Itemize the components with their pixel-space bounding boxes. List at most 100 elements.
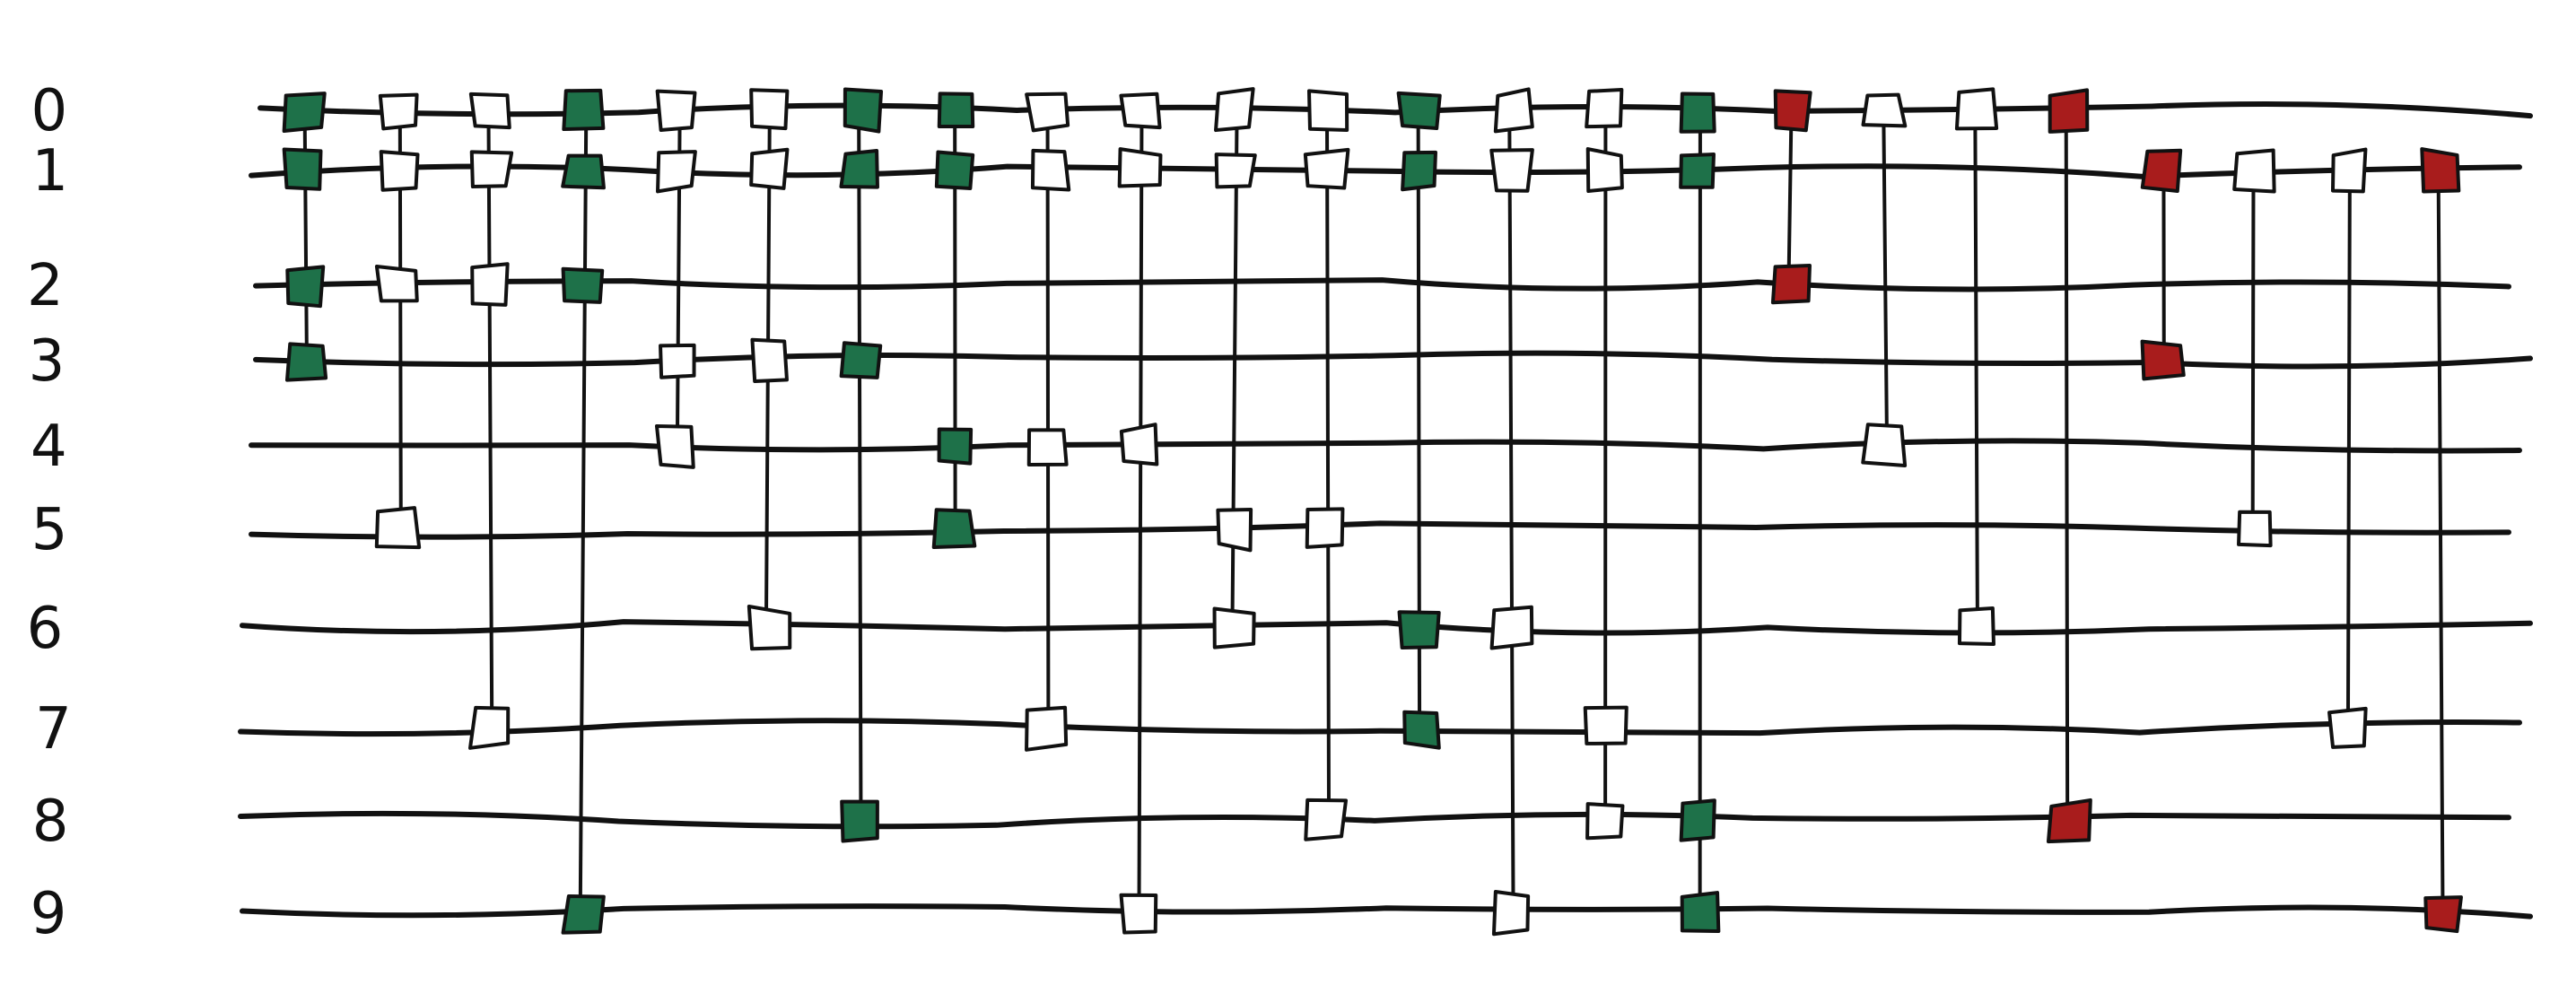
gate-connector-col-22 <box>2345 169 2352 730</box>
gate-white-col-8-q0 <box>1025 92 1070 133</box>
gate-green-col-0-q0 <box>282 92 327 134</box>
gate-green-col-0-q3 <box>284 342 328 382</box>
gate-white-col-9-q4 <box>1119 423 1159 466</box>
gate-connector-col-17 <box>1882 109 1890 448</box>
gate-green-col-6-q8 <box>840 799 879 843</box>
gate-white-col-8-q7 <box>1025 705 1069 752</box>
gate-white-col-14-q0 <box>1585 87 1624 129</box>
gate-connectors <box>302 109 2445 915</box>
gate-white-col-10-q5 <box>1216 507 1253 553</box>
gate-connector-col-19 <box>2064 109 2070 823</box>
gate-green-col-7-q0 <box>937 92 975 129</box>
gate-green-col-15-q8 <box>1679 798 1716 842</box>
gate-connector-col-2 <box>486 109 494 730</box>
gate-white-col-5-q0 <box>749 88 790 131</box>
gate-white-col-11-q1 <box>1303 147 1350 190</box>
gate-connector-col-21 <box>2250 169 2256 531</box>
gate-white-col-1-q2 <box>374 264 419 303</box>
gate-green-col-15-q9 <box>1680 891 1721 934</box>
gate-green-col-12-q6 <box>1397 610 1441 650</box>
wire-label-4: 4 <box>31 414 67 480</box>
gate-white-col-2-q1 <box>469 150 514 189</box>
gate-white-col-4-q1 <box>656 150 697 194</box>
gate-white-col-4-q0 <box>655 89 697 132</box>
gate-green-col-6-q3 <box>839 341 883 379</box>
gate-connector-col-18 <box>1973 109 1979 630</box>
gate-white-col-2-q7 <box>468 705 511 750</box>
wire-label-2: 2 <box>27 253 64 319</box>
gate-white-col-21-q5 <box>2237 510 2273 548</box>
wire-label-9: 9 <box>31 881 67 947</box>
gate-white-col-4-q4 <box>654 423 695 469</box>
wire-label-0: 0 <box>31 78 68 144</box>
gate-white-col-5-q3 <box>750 337 789 383</box>
gate-white-col-11-q5 <box>1305 507 1345 549</box>
wire-label-5: 5 <box>31 497 68 563</box>
gate-red-col-20-q1 <box>2140 148 2183 193</box>
wire-3 <box>253 350 2533 370</box>
gate-white-col-9-q9 <box>1119 893 1158 935</box>
gate-green-col-6-q1 <box>839 148 879 189</box>
gate-green-col-0-q1 <box>282 147 323 191</box>
gate-white-col-10-q1 <box>1214 153 1257 189</box>
gate-white-col-9-q0 <box>1119 92 1162 130</box>
gate-white-col-1-q1 <box>379 150 420 192</box>
gate-white-col-13-q9 <box>1491 890 1531 937</box>
wire-7 <box>238 718 2522 737</box>
gate-white-col-13-q6 <box>1489 605 1534 650</box>
gate-white-col-18-q0 <box>1954 87 1999 131</box>
gates <box>282 87 2463 937</box>
gate-green-col-12-q1 <box>1401 150 1437 192</box>
gate-green-col-7-q5 <box>931 508 977 549</box>
gate-white-col-11-q8 <box>1304 798 1348 841</box>
gate-connector-col-6 <box>857 109 863 823</box>
gate-red-col-23-q9 <box>2423 895 2463 934</box>
gate-connector-col-11 <box>1324 109 1332 823</box>
gate-red-col-19-q0 <box>2048 88 2090 134</box>
wire-0 <box>258 101 2533 119</box>
gate-white-col-4-q3 <box>659 343 696 379</box>
gate-white-col-2-q2 <box>470 262 510 307</box>
gate-green-col-3-q1 <box>561 153 606 190</box>
gate-white-col-10-q0 <box>1214 87 1255 133</box>
wire-2 <box>253 277 2511 292</box>
wire-5 <box>249 520 2511 540</box>
gate-white-col-17-q4 <box>1861 423 1908 468</box>
gate-white-col-2-q0 <box>468 92 511 130</box>
gate-white-col-17-q0 <box>1861 92 1908 128</box>
gate-white-col-1-q0 <box>378 92 419 131</box>
gate-red-col-23-q1 <box>2420 147 2461 194</box>
gate-green-col-0-q2 <box>285 265 326 309</box>
wire-label-1: 1 <box>31 138 68 205</box>
gate-green-col-3-q0 <box>562 88 606 132</box>
wire-6 <box>240 619 2533 636</box>
gate-connector-col-23 <box>2436 169 2445 915</box>
gate-connector-col-9 <box>1137 109 1144 915</box>
gate-red-col-19-q8 <box>2046 798 2092 844</box>
gate-white-col-14-q1 <box>1585 147 1624 193</box>
gate-green-col-12-q7 <box>1402 710 1441 750</box>
gate-red-col-16-q0 <box>1773 89 1812 133</box>
wire-label-7: 7 <box>35 696 72 763</box>
gate-green-col-12-q0 <box>1396 91 1442 131</box>
gate-green-col-15-q0 <box>1679 92 1716 134</box>
gate-red-col-20-q3 <box>2140 339 2186 381</box>
gate-white-col-1-q5 <box>374 506 422 550</box>
gate-white-col-9-q1 <box>1117 147 1163 188</box>
wire-label-3: 3 <box>29 328 65 395</box>
gate-green-col-7-q4 <box>937 427 974 466</box>
gate-white-col-14-q7 <box>1583 705 1629 745</box>
wire-4 <box>249 438 2522 454</box>
gate-white-col-22-q1 <box>2330 147 2368 194</box>
gate-connector-col-13 <box>1507 109 1515 915</box>
gate-green-col-3-q2 <box>561 266 605 304</box>
gate-white-col-8-q1 <box>1030 148 1071 192</box>
gate-white-col-8-q4 <box>1026 428 1069 467</box>
wires <box>238 101 2533 920</box>
gate-white-col-22-q7 <box>2327 706 2368 749</box>
gate-white-col-13-q1 <box>1489 148 1534 193</box>
wire-8 <box>238 810 2511 830</box>
gate-green-col-3-q9 <box>561 893 606 935</box>
